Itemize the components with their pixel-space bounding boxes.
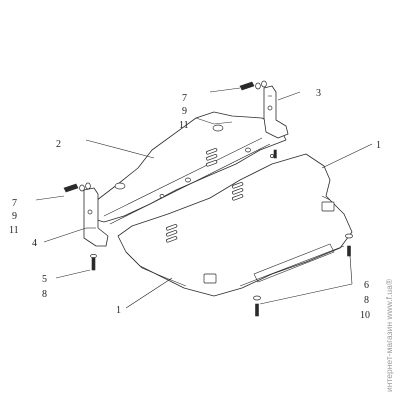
- fastener-stud-center: [273, 149, 277, 159]
- right-mount-bracket: [263, 85, 289, 139]
- watermark-text: интернет-магазин www.f.ua®: [384, 278, 394, 392]
- callout-8-right: 8: [364, 295, 369, 306]
- callout-7-left: 7: [12, 198, 17, 209]
- main-skid-plate: [117, 153, 353, 297]
- callout-9-left: 9: [12, 211, 17, 222]
- fastener-bolt-6-right: [345, 233, 353, 257]
- callout-4: 4: [32, 238, 37, 249]
- callout-11-left: 11: [9, 225, 19, 236]
- crossmember-bracket: [89, 111, 287, 225]
- callout-6: 6: [364, 280, 369, 291]
- callout-7-top: 7: [182, 93, 187, 104]
- fastener-bolt-6-bottom: [253, 295, 261, 317]
- callout-3: 3: [316, 88, 321, 99]
- callout-9-top: 9: [182, 106, 187, 117]
- fastener-set-left: [63, 182, 91, 193]
- callout-1-top: 1: [376, 140, 381, 151]
- callout-2: 2: [56, 139, 61, 150]
- callout-10: 10: [360, 310, 370, 321]
- fastener-set-top: [239, 80, 267, 91]
- callout-5: 5: [42, 274, 47, 285]
- callout-8-left: 8: [42, 289, 47, 300]
- left-mount-bracket: [83, 187, 109, 247]
- fastener-bolt-5: [90, 254, 97, 271]
- callout-11-top: 11: [179, 120, 189, 131]
- callout-1-bottom: 1: [116, 305, 121, 316]
- leader-lines: [35, 87, 373, 309]
